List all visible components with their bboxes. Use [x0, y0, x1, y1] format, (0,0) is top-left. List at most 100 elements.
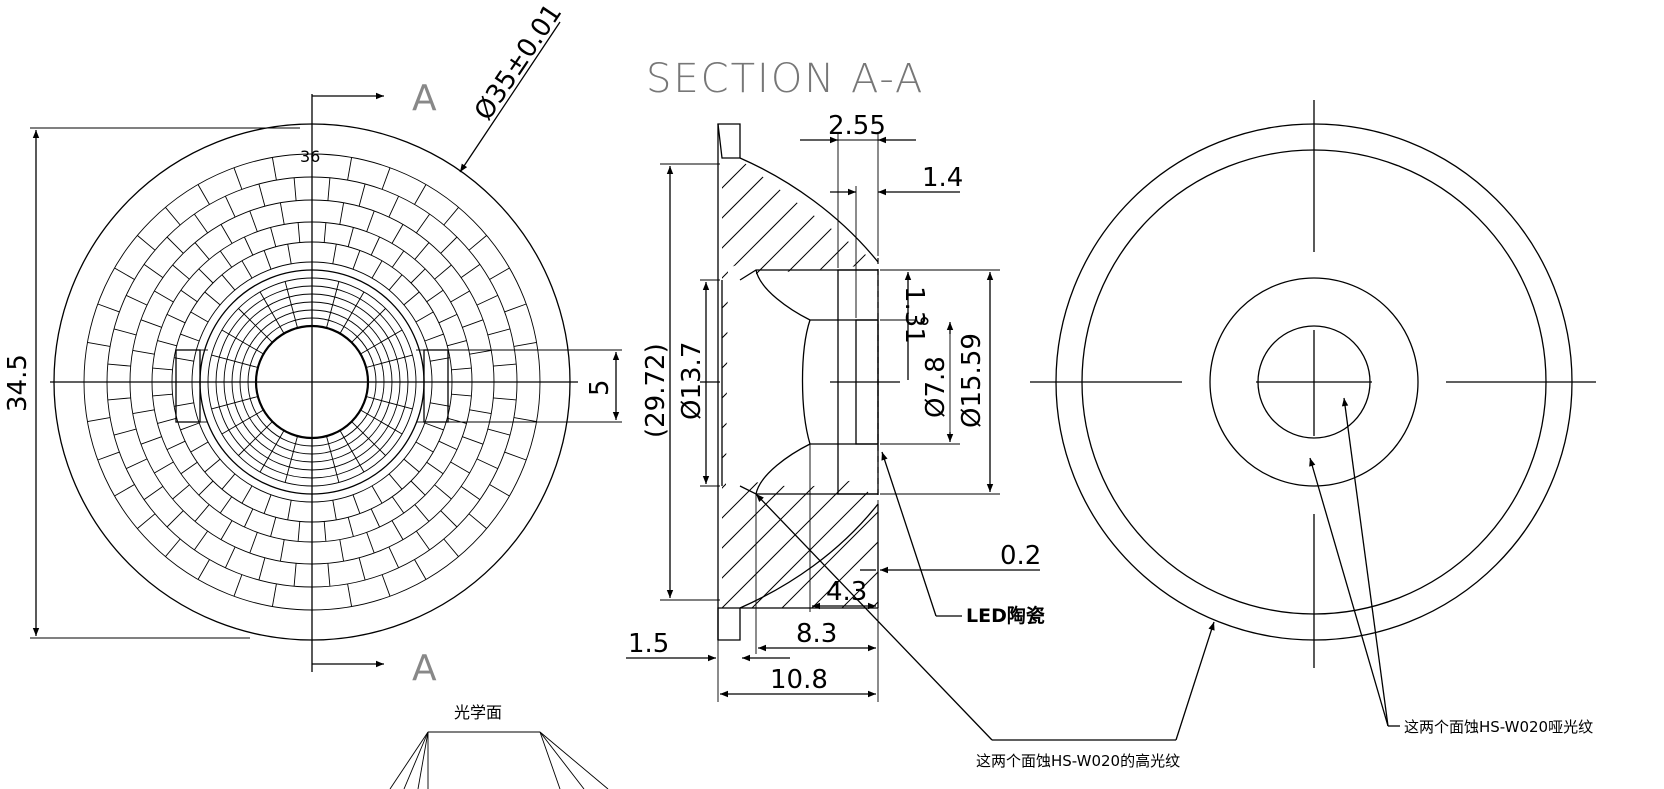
facet-spoke — [489, 484, 510, 497]
hub-spoke — [339, 430, 365, 473]
facet-spoke — [287, 500, 292, 520]
facet-spoke — [414, 559, 427, 580]
hatch-line — [722, 158, 791, 608]
facet-spoke — [114, 267, 135, 280]
facet-spoke — [174, 357, 194, 362]
facet-spoke — [97, 451, 120, 461]
facet-spoke — [287, 244, 292, 264]
cavity-front — [801, 319, 811, 445]
facet-spoke — [204, 291, 221, 306]
facet-spoke — [430, 402, 450, 407]
hub-spoke — [259, 430, 285, 473]
optical-surface-label: 光学面 — [454, 703, 502, 722]
facet-spoke — [249, 210, 258, 232]
hub-spoke — [365, 354, 413, 368]
facet-spoke — [403, 458, 420, 473]
bore-dia-label: Ø7.8 — [921, 356, 951, 418]
facet-spoke — [366, 532, 375, 554]
facet-spoke — [469, 349, 492, 355]
facet-spoke — [137, 513, 156, 529]
facet-spoke — [416, 213, 430, 234]
hatch-line — [722, 158, 878, 608]
hatch-line — [990, 120, 1510, 640]
matte-note: 这两个面蚀HS-W020哑光纹 — [1404, 718, 1593, 736]
facet-spoke — [388, 274, 403, 291]
facet-spoke — [414, 242, 430, 260]
hub-spokes — [208, 278, 416, 486]
facet-spoke — [388, 196, 400, 218]
front-view: A A 36 Ø35±0.01 34.5 5 光学面 — [3, 0, 622, 789]
facet-spoke — [347, 583, 353, 607]
section-title: SECTION A-A — [646, 56, 924, 102]
facet-spoke — [476, 294, 498, 306]
facet-spoke — [249, 532, 258, 554]
facet-spoke — [174, 402, 194, 407]
facet-spoke — [140, 436, 162, 445]
facet-spoke — [297, 521, 301, 542]
facet-spoke — [403, 291, 420, 306]
facet-spoke — [426, 289, 444, 303]
facet-spoke — [460, 486, 481, 500]
facet-spoke — [157, 417, 177, 424]
facet-spoke — [180, 422, 200, 431]
facet-spoke — [391, 496, 405, 514]
facet-spoke — [194, 530, 208, 551]
facet-spoke — [180, 333, 200, 342]
facet-spoke — [487, 428, 511, 436]
facet-spoke — [157, 340, 177, 347]
facet-spoke — [323, 222, 327, 243]
facet-spoke — [434, 484, 452, 500]
facet-spoke — [107, 363, 131, 367]
facet-spoke — [450, 461, 470, 474]
facet-spoke — [371, 485, 383, 504]
facet-spoke — [224, 196, 236, 218]
facet-spoke — [97, 303, 120, 313]
hatch-line — [180, 120, 700, 640]
facet-spoke — [327, 563, 331, 587]
facet-spoke — [126, 458, 148, 470]
upper-outer-profile — [739, 157, 879, 263]
facet-spoke — [165, 207, 181, 226]
facet-spoke — [415, 441, 434, 453]
facet-spoke — [204, 458, 221, 473]
facet-spoke — [221, 274, 236, 291]
facet-spoke — [443, 538, 459, 557]
inner-dia-label: Ø13.7 — [677, 342, 707, 420]
facet-spoke — [493, 363, 517, 367]
outer-dia-label: Ø35±0.01 — [469, 0, 568, 126]
facet-spoke — [220, 224, 233, 244]
facet-spoke — [339, 539, 345, 562]
facet-spoke — [166, 313, 186, 324]
facet-spoke — [258, 557, 266, 581]
facet-spoke — [190, 441, 209, 453]
facet-spoke — [460, 264, 481, 278]
facet-spoke — [339, 202, 345, 225]
facet-spoke — [323, 521, 327, 542]
slot-label: 5 — [585, 379, 615, 396]
facet-spoke — [347, 157, 353, 181]
small-step-label: 1.31 — [899, 286, 929, 344]
facet-spoke — [440, 236, 458, 254]
facet-spoke — [233, 167, 243, 190]
facet-spoke — [366, 210, 375, 232]
facet-spoke — [219, 250, 233, 268]
facet-spoke — [241, 260, 253, 279]
facet-spoke — [243, 508, 254, 528]
facet-spoke — [414, 184, 427, 205]
overall-ref-label: (29.72) — [641, 343, 671, 438]
facet-spoke — [87, 417, 111, 423]
facet-spoke — [198, 480, 214, 496]
facet-spoke — [426, 461, 444, 475]
facet-spoke — [424, 333, 444, 342]
facet-spoke — [352, 250, 361, 270]
facet-spoke — [279, 539, 285, 562]
facet-spoke — [430, 357, 450, 362]
facet-spoke — [165, 538, 181, 557]
facet-spoke — [194, 213, 208, 234]
flange-bottom — [717, 607, 741, 641]
hub-spoke — [259, 291, 285, 334]
facet-spoke — [371, 260, 383, 279]
hatch-line — [722, 158, 878, 608]
facet-spoke — [462, 436, 484, 445]
